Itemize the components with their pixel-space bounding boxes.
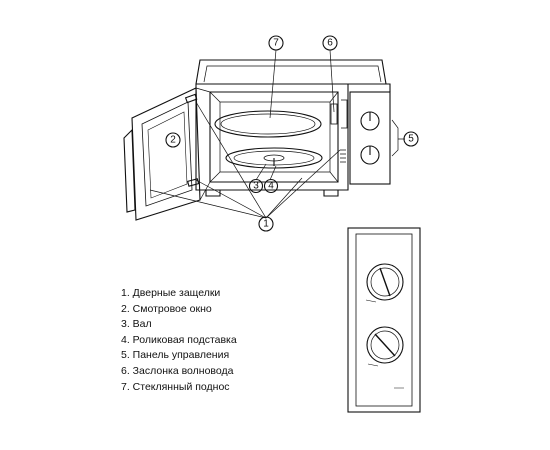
timer-dial bbox=[366, 263, 404, 301]
callout-6: 6 bbox=[322, 35, 338, 51]
callout-1: 1 bbox=[258, 216, 274, 232]
control-panel-front-view bbox=[347, 227, 421, 413]
microwave-body bbox=[195, 59, 391, 197]
svg-text:7: 7 bbox=[273, 38, 279, 49]
svg-text:2: 2 bbox=[170, 135, 176, 146]
control-panel bbox=[349, 91, 391, 185]
door-latch-top bbox=[184, 93, 198, 104]
svg-text:1: 1 bbox=[263, 219, 269, 230]
glass-tray bbox=[214, 110, 322, 138]
door bbox=[123, 87, 211, 221]
parts-legend: 1. Дверные защелки 2. Смотровое окно 3. … bbox=[121, 286, 237, 395]
door-latch-bottom bbox=[186, 178, 200, 187]
callout-5: 5 bbox=[403, 131, 419, 147]
callout-7: 7 bbox=[268, 35, 284, 51]
leader-lines bbox=[149, 49, 405, 219]
legend-item-3: 3. Вал bbox=[121, 318, 152, 331]
svg-text:5: 5 bbox=[408, 134, 414, 145]
callout-2: 2 bbox=[165, 132, 181, 148]
power-dial bbox=[366, 326, 404, 364]
legend-item-6: 6. Заслонка волновода bbox=[121, 364, 234, 377]
svg-text:3: 3 bbox=[253, 181, 259, 192]
svg-text:6: 6 bbox=[327, 38, 333, 49]
callout-4: 4 bbox=[263, 178, 279, 194]
callout-3: 3 bbox=[248, 178, 264, 194]
waveguide-cover bbox=[330, 103, 338, 125]
roller-ring bbox=[225, 147, 323, 169]
legend-item-2: 2. Смотровое окно bbox=[121, 302, 212, 315]
callouts: 7 6 2 5 3 4 1 bbox=[165, 35, 419, 232]
legend-item-4: 4. Роликовая подставка bbox=[121, 333, 237, 346]
legend-item-1: 1. Дверные защелки bbox=[121, 287, 221, 299]
legend-item-5: 5. Панель управления bbox=[121, 349, 230, 362]
legend-item-7: 7. Стеклянный поднос bbox=[121, 380, 230, 393]
svg-text:4: 4 bbox=[268, 181, 274, 192]
